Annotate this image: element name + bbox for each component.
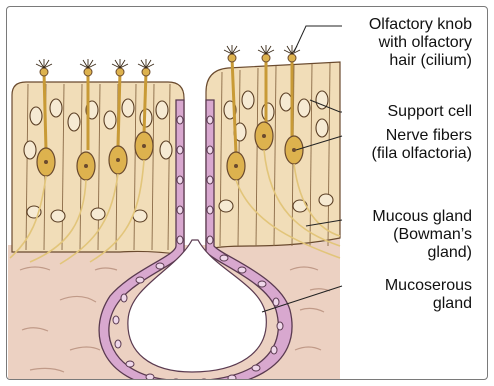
label-line: gland) <box>372 244 472 262</box>
label-line: hair (cilium) <box>369 52 472 70</box>
label-line: (fila olfactoria) <box>372 145 472 163</box>
label-line: Mucous gland <box>372 208 472 226</box>
epithelium-right <box>206 62 340 250</box>
olfactory-cilia <box>36 45 300 68</box>
label-line: Mucoserous <box>385 277 472 295</box>
label-line: with olfactory <box>369 34 472 52</box>
label-line: gland <box>385 295 472 313</box>
label-nerve-fibers: Nerve fibers(fila olfactoria) <box>372 127 472 163</box>
label-line: (Bowman’s <box>372 226 472 244</box>
label-line: Olfactory knob <box>369 16 472 34</box>
label-line: Nerve fibers <box>372 127 472 145</box>
label-support-cell: Support cell <box>388 103 473 121</box>
